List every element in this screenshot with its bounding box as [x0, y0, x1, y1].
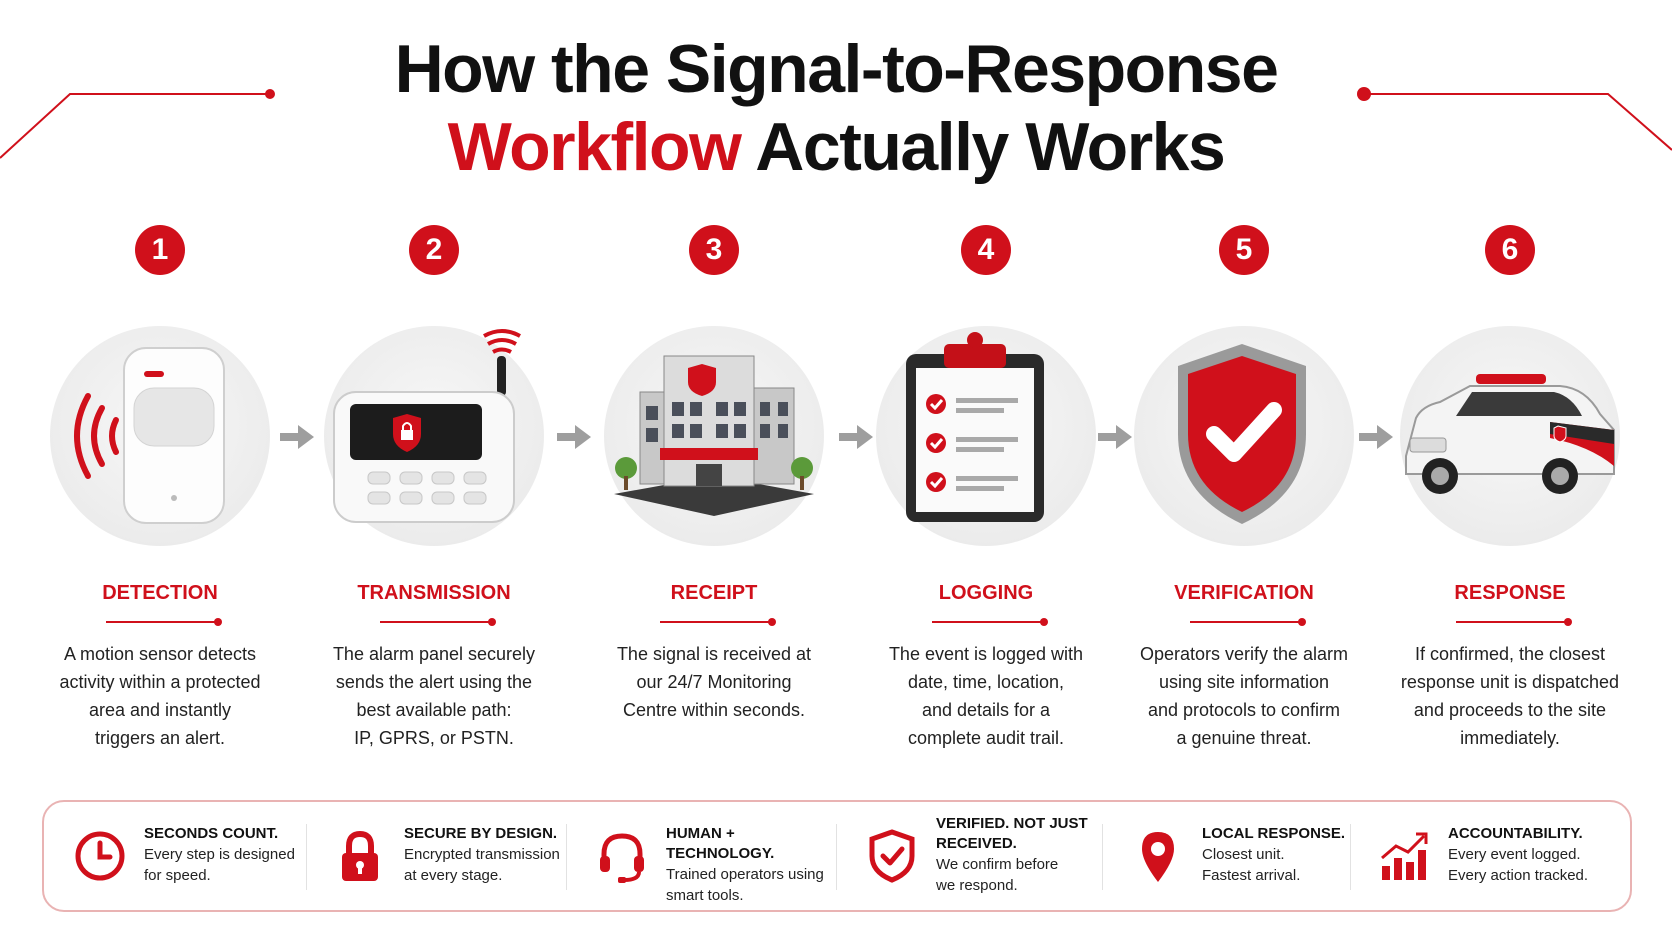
flow-arrow-icon	[1359, 425, 1393, 449]
label-underline	[932, 621, 1044, 623]
page-title-line-1: How the Signal-to-Response	[394, 31, 1279, 107]
feature-body: Every event logged.	[1448, 846, 1581, 863]
alarm-panel-icon	[324, 326, 544, 546]
step-label: DETECTION	[102, 582, 218, 604]
title-rest: Actually Works	[755, 109, 1226, 185]
label-underline	[1456, 621, 1568, 623]
step-label: TRANSMISSION	[357, 582, 511, 604]
feature-body: for speed.	[144, 867, 211, 884]
motion-sensor-icon	[50, 326, 270, 546]
step-number-badge: 4	[961, 225, 1011, 275]
label-underline	[380, 621, 492, 623]
feature-seconds-count: SECONDS COUNT. Every step is designed fo…	[58, 802, 298, 910]
feature-body: Trained operators using	[666, 866, 824, 883]
step-number-badge: 1	[135, 225, 185, 275]
feature-body: we respond.	[936, 877, 1018, 894]
feature-human-technology: HUMAN + TECHNOLOGY. Trained operators us…	[580, 802, 830, 910]
flow-arrow-icon	[1098, 425, 1132, 449]
feature-heading: VERIFIED. NOT JUST	[936, 815, 1088, 832]
step-label: LOGGING	[938, 582, 1034, 604]
feature-body: smart tools.	[666, 887, 744, 904]
feature-bar: SECONDS COUNT. Every step is designed fo…	[42, 800, 1632, 912]
headset-icon	[600, 833, 644, 883]
feature-heading: LOCAL RESPONSE.	[1202, 825, 1346, 842]
growth-chart-icon	[1381, 832, 1428, 880]
feature-divider	[566, 824, 567, 890]
feature-body: Fastest arrival.	[1202, 867, 1301, 884]
flow-arrow-icon	[839, 425, 873, 449]
feature-secure-by-design: SECURE BY DESIGN. Encrypted transmission…	[318, 802, 560, 910]
title-accent-word: Workflow	[447, 109, 742, 185]
feature-body: We confirm before	[936, 856, 1059, 873]
padlock-icon	[342, 830, 378, 881]
feature-heading: SECONDS COUNT.	[144, 825, 279, 842]
underline-dot	[1298, 618, 1306, 626]
clipboard-checklist-icon	[876, 326, 1096, 546]
feature-divider	[1102, 824, 1103, 890]
feature-body: Encrypted transmission	[404, 846, 560, 863]
underline-dot	[1564, 618, 1572, 626]
feature-divider	[306, 824, 307, 890]
feature-verified: VERIFIED. NOT JUST RECEIVED. We confirm …	[850, 802, 1094, 910]
label-underline	[106, 621, 218, 623]
feature-heading: RECEIVED.	[936, 835, 1017, 852]
step-number-badge: 6	[1485, 225, 1535, 275]
underline-dot	[214, 618, 222, 626]
label-underline	[660, 621, 772, 623]
feature-heading: SECURE BY DESIGN.	[404, 825, 558, 842]
feature-local-response: LOCAL RESPONSE. Closest unit. Fastest ar…	[1116, 802, 1356, 910]
label-underline	[1190, 621, 1302, 623]
step-number-badge: 5	[1219, 225, 1269, 275]
feature-body: Closest unit.	[1202, 846, 1285, 863]
feature-body: Every step is designed	[144, 846, 295, 863]
clock-icon	[75, 831, 125, 881]
flow-arrow-icon	[280, 425, 314, 449]
feature-heading: HUMAN + TECHNOLOGY.	[666, 825, 775, 862]
underline-dot	[768, 618, 776, 626]
page-title-line-2: Workflow Actually Works	[0, 108, 1672, 186]
flow-arrow-icon	[557, 425, 591, 449]
feature-heading: ACCOUNTABILITY.	[1448, 825, 1583, 842]
underline-dot	[488, 618, 496, 626]
underline-dot	[1040, 618, 1048, 626]
response-vehicle-icon	[1400, 326, 1620, 546]
step-label: RECEIPT	[670, 582, 758, 604]
feature-divider	[836, 824, 837, 890]
monitoring-centre-building-icon	[604, 326, 824, 546]
feature-divider	[1350, 824, 1351, 890]
step-number-badge: 3	[689, 225, 739, 275]
feature-body: Every action tracked.	[1448, 867, 1589, 884]
feature-accountability: ACCOUNTABILITY. Every event logged. Ever…	[1362, 802, 1622, 910]
location-pin-icon	[1142, 832, 1174, 882]
step-label: RESPONSE	[1454, 582, 1566, 604]
feature-body: at every stage.	[404, 867, 503, 884]
shield-check-icon	[1134, 326, 1354, 546]
shield-check-icon	[869, 829, 915, 883]
step-label: VERIFICATION	[1174, 582, 1314, 604]
step-number-badge: 2	[409, 225, 459, 275]
